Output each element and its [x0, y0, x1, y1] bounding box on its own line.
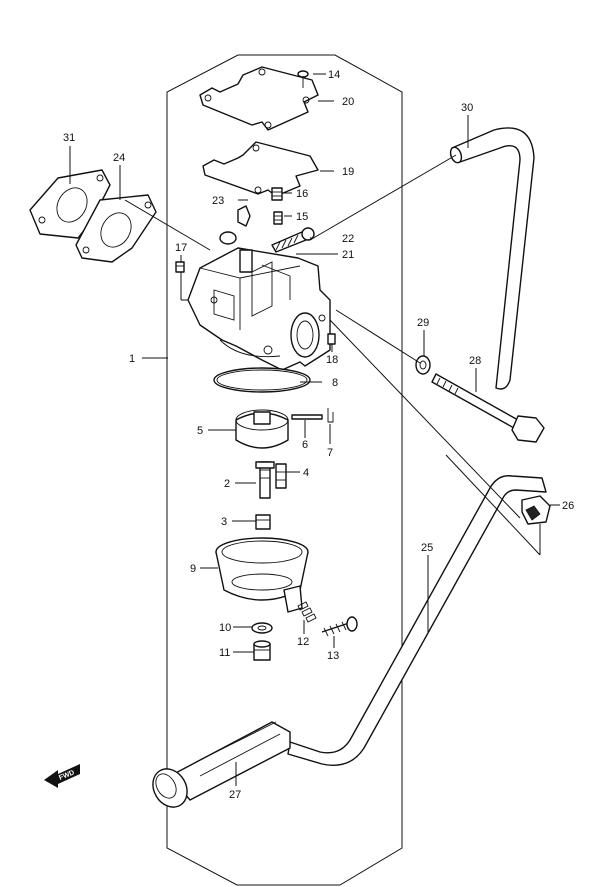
screw-14 — [297, 70, 309, 88]
callout-15: 15 — [296, 211, 308, 223]
callout-12: 12 — [297, 636, 309, 648]
callout-16: 16 — [296, 188, 308, 200]
spring-12 — [297, 601, 317, 623]
callout-13: 13 — [327, 650, 339, 662]
fitting-17 — [175, 261, 185, 273]
callout-labels: 1 2 3 4 5 6 7 8 9 10 11 12 13 14 15 16 1… — [63, 69, 574, 801]
choke-knob-27 — [152, 721, 291, 808]
bolt-11 — [253, 640, 271, 661]
callout-17: 17 — [175, 242, 187, 254]
callout-2: 2 — [224, 478, 230, 490]
jet-2 — [255, 461, 275, 499]
screw-13 — [321, 616, 358, 637]
callout-21: 21 — [342, 249, 354, 261]
callout-31: 31 — [63, 132, 75, 144]
plug-18 — [327, 333, 336, 345]
o-ring-8 — [213, 367, 311, 393]
washer-10 — [251, 622, 273, 634]
jet-3 — [255, 514, 271, 530]
pin-6 — [291, 414, 323, 420]
assembly-outline — [166, 54, 403, 886]
gasket-24 — [75, 194, 157, 263]
washer-29 — [415, 355, 431, 375]
callout-11: 11 — [219, 647, 230, 659]
gasket-20 — [199, 66, 319, 131]
callout-5: 5 — [197, 425, 203, 437]
clip-7 — [327, 408, 334, 423]
callout-18: 18 — [326, 354, 338, 366]
hose-30 — [449, 127, 535, 390]
carburetor-body — [187, 247, 331, 371]
callout-9: 9 — [190, 563, 196, 575]
callout-10: 10 — [219, 622, 231, 634]
callout-23: 23 — [212, 195, 224, 207]
callout-28: 28 — [469, 355, 481, 367]
callout-8: 8 — [332, 377, 338, 389]
leader-lines — [69, 73, 560, 786]
lever-23 — [219, 205, 251, 245]
spring-15 — [273, 211, 283, 225]
callout-14: 14 — [328, 69, 340, 81]
screw-16 — [271, 187, 283, 201]
callout-24: 24 — [113, 152, 125, 164]
bracket-26 — [521, 495, 551, 525]
callout-7: 7 — [327, 447, 333, 459]
needle-4 — [275, 463, 287, 489]
callout-29: 29 — [417, 317, 429, 329]
callout-26: 26 — [562, 500, 574, 512]
callout-3: 3 — [221, 516, 227, 528]
diaphragm-19 — [202, 141, 319, 197]
float-bowl-9 — [215, 537, 309, 613]
callout-1: 1 — [129, 353, 135, 365]
callout-4: 4 — [303, 467, 309, 479]
choke-rod-25 — [287, 475, 547, 766]
callout-30: 30 — [461, 102, 473, 114]
callout-27: 27 — [229, 789, 241, 801]
callout-19: 19 — [342, 166, 354, 178]
callout-22: 22 — [342, 233, 354, 245]
bolt-28 — [431, 373, 545, 443]
callout-20: 20 — [342, 96, 354, 108]
callout-25: 25 — [421, 542, 433, 554]
screw-22 — [271, 227, 315, 253]
fwd-arrow-icon: FWD — [44, 764, 80, 788]
callout-6: 6 — [302, 439, 308, 451]
float-5 — [235, 409, 289, 449]
